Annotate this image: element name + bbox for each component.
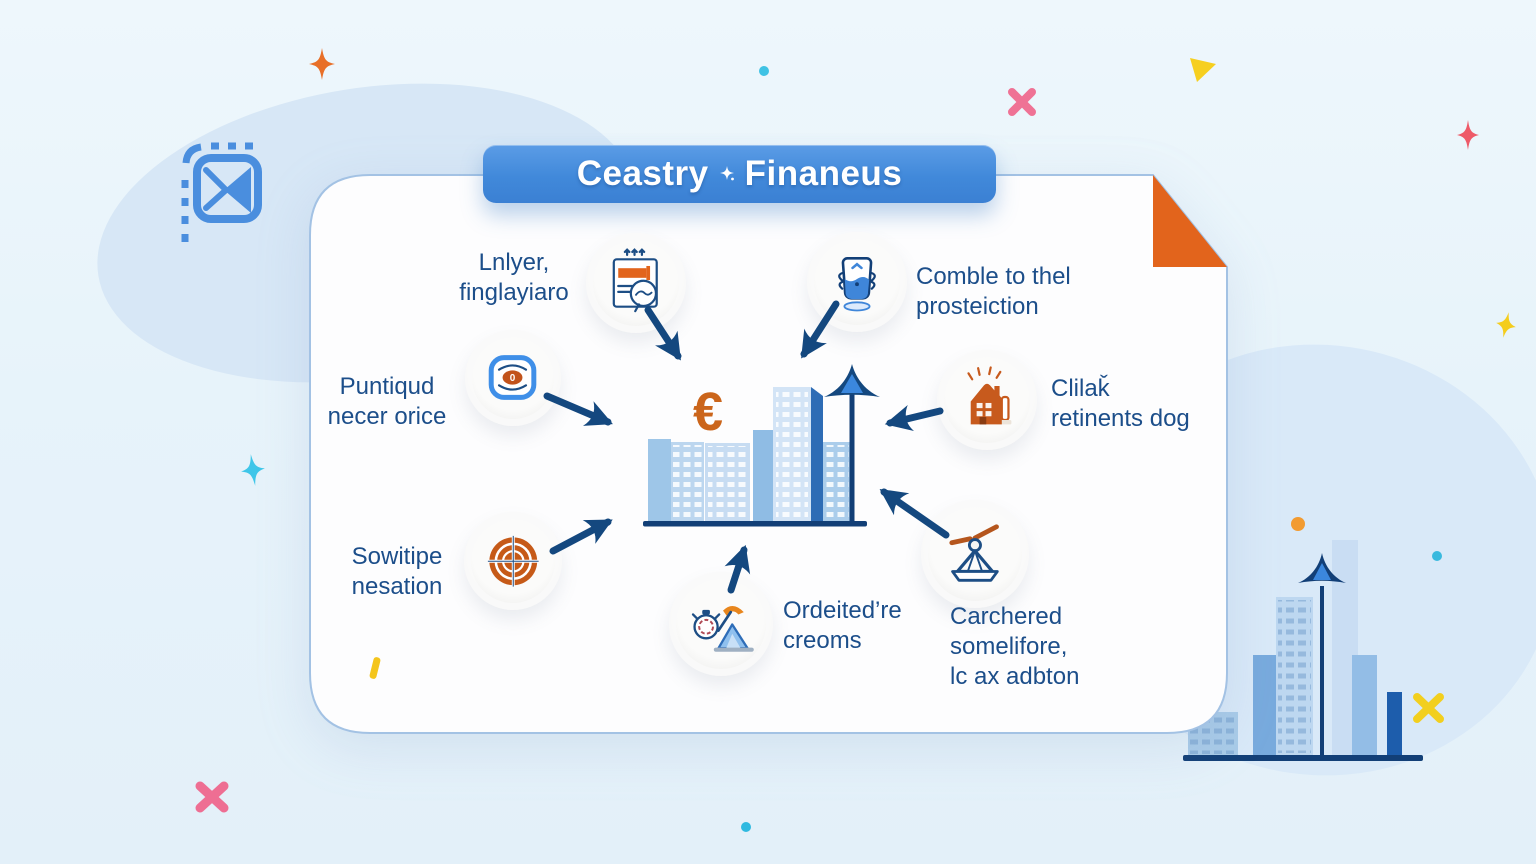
- house-icon: [967, 366, 1012, 425]
- arrow-eye-to-center: [543, 392, 613, 426]
- eye-glyph: 0: [510, 374, 516, 385]
- eye-badge-icon: 0: [489, 355, 537, 401]
- label-house: Clilaǩ retinents dog: [1051, 375, 1190, 433]
- label-stopwatch: Ordeited’re creoms: [783, 597, 902, 655]
- dot-cyan-icon: [759, 66, 769, 76]
- folded-corner: [1153, 175, 1227, 267]
- sparkle-yellow-icon: [1496, 312, 1516, 338]
- node-stopwatch: [669, 572, 773, 676]
- x-pink-bottom-icon: [195, 781, 229, 813]
- title-right: Finaneus: [744, 154, 903, 193]
- center-growth-arrow-icon: [824, 364, 880, 521]
- sparkle-red-icon: [1457, 120, 1479, 150]
- dot-cyan-bottom-icon: [741, 822, 751, 832]
- title-left: Ceastry: [576, 154, 709, 193]
- connector-arrows: [543, 300, 950, 594]
- node-protection: [807, 232, 907, 332]
- report-document-icon: [612, 248, 658, 313]
- arrow-target-to-center: [549, 518, 613, 555]
- balance-scale-icon: [949, 524, 999, 582]
- node-target: [464, 512, 562, 610]
- node-house: [937, 350, 1037, 450]
- sparkle-icon: [719, 166, 734, 181]
- confetti-yellow-bar: [369, 657, 381, 679]
- city-skyline-growth-arrow: €: [643, 364, 880, 527]
- sparkle-orange-icon: [309, 48, 335, 80]
- stopwatch-tent-icon: [691, 605, 754, 652]
- label-protection: Comble to thel prosteiction: [916, 263, 1071, 321]
- triangle-yellow-icon: [1190, 58, 1216, 82]
- label-eye: Puntiqud necer orice: [327, 373, 447, 431]
- label-scale: Carchered somelifore, lc ax adbton: [950, 603, 1080, 691]
- sparkle-cyan-icon: [241, 454, 265, 486]
- x-pink-icon: [1008, 88, 1036, 116]
- cup-icon: [838, 257, 876, 312]
- target-icon: [487, 535, 539, 587]
- title-banner: Ceastry Finaneus: [483, 145, 996, 203]
- node-eye: 0: [465, 330, 561, 426]
- background-blob-top-left: [75, 47, 660, 419]
- label-target: Sowitipe nesation: [351, 543, 443, 601]
- label-report: Lnlyer, finglayiaro: [459, 249, 569, 307]
- euro-symbol: €: [693, 382, 723, 442]
- arrow-house-to-center: [884, 404, 944, 432]
- node-scale: [921, 500, 1029, 608]
